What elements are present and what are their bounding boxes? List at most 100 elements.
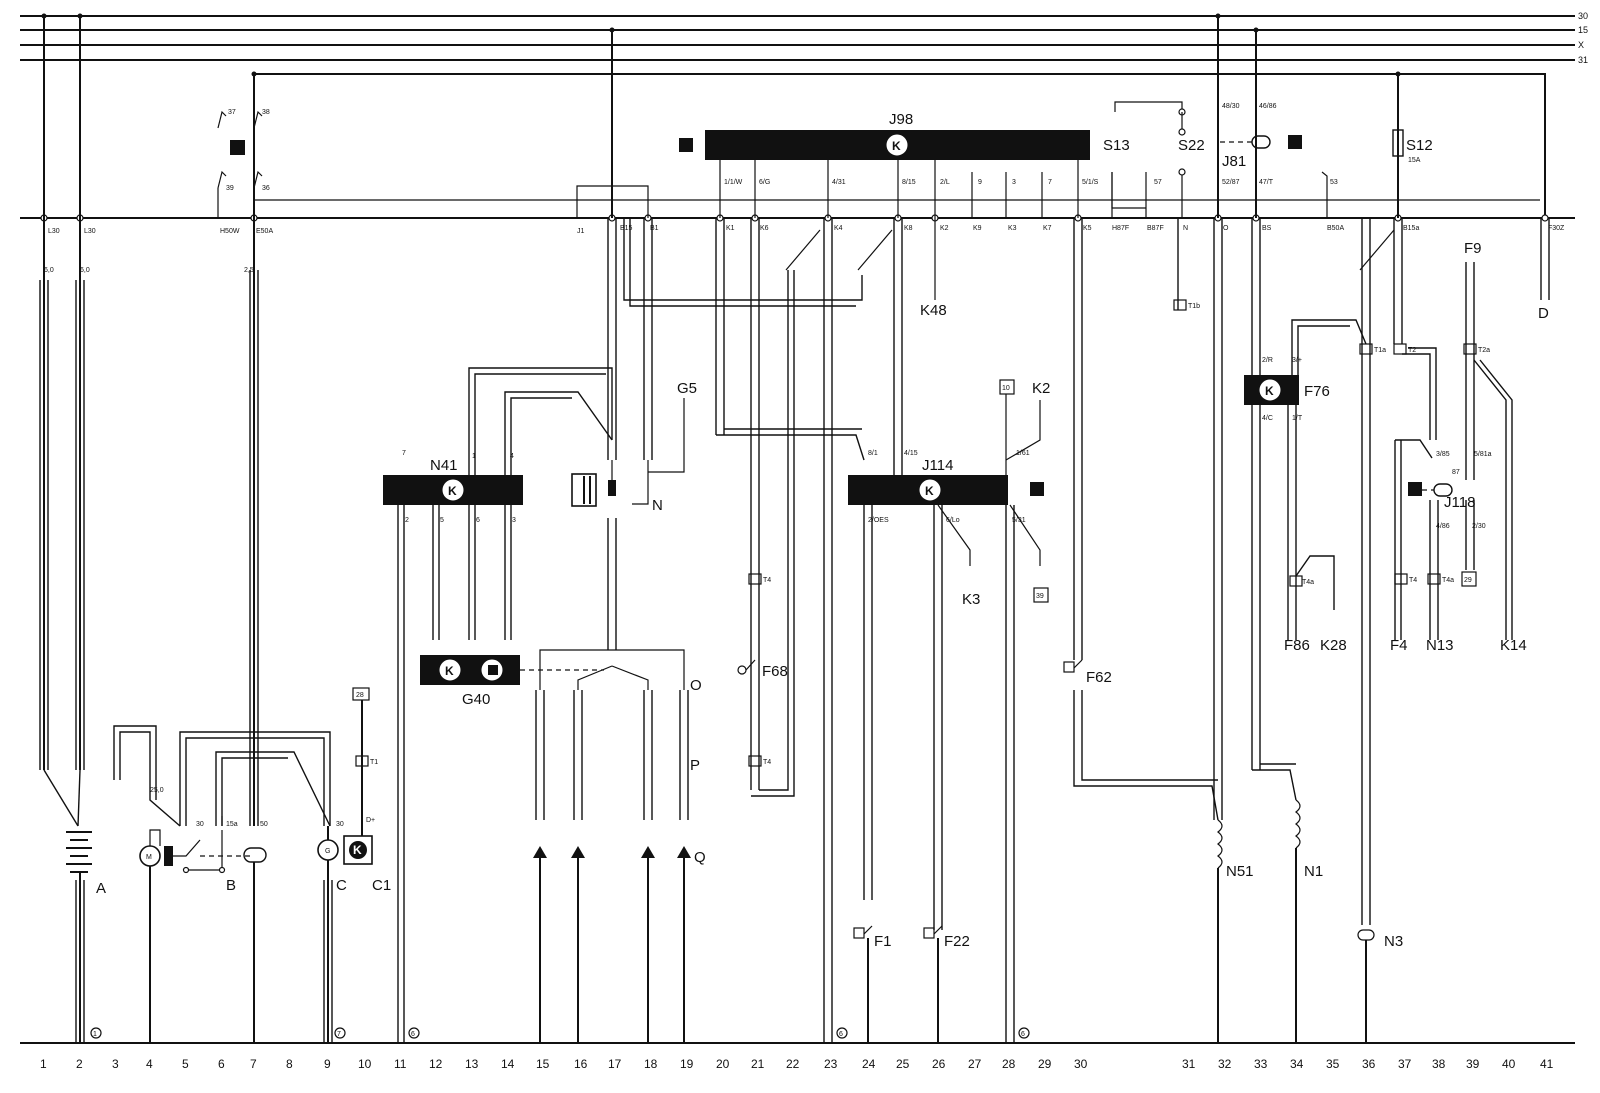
module-marker bbox=[1288, 135, 1302, 149]
connector-label: K6 bbox=[760, 225, 769, 232]
n41-outputs: 6 bbox=[397, 505, 512, 1043]
valve-n3-icon bbox=[1357, 929, 1375, 941]
column-number: 23 bbox=[824, 1057, 838, 1071]
svg-text:5/31: 5/31 bbox=[1012, 517, 1026, 524]
ignition-coil-n: N bbox=[571, 30, 663, 650]
column-number: 28 bbox=[1002, 1057, 1016, 1071]
label-T2a: T2a bbox=[1478, 347, 1490, 354]
module-n41: K N41 7 1 4 2 5 6 3 bbox=[383, 367, 613, 524]
column-number: 34 bbox=[1290, 1057, 1304, 1071]
svg-text:4/15: 4/15 bbox=[904, 450, 918, 457]
svg-text:4/C: 4/C bbox=[1262, 415, 1273, 422]
column-number: 17 bbox=[608, 1057, 622, 1071]
wire-size-label: 6,0 bbox=[80, 267, 90, 274]
column-number: 38 bbox=[1432, 1057, 1446, 1071]
svg-text:7: 7 bbox=[1048, 179, 1052, 186]
svg-text:1/1/W: 1/1/W bbox=[724, 179, 743, 186]
label-G5: G5 bbox=[677, 380, 697, 397]
j98-k-icon: K bbox=[892, 139, 901, 153]
column-number: 11 bbox=[394, 1057, 407, 1071]
label-K2: K2 bbox=[1032, 380, 1050, 397]
connector-label: K4 bbox=[834, 225, 843, 232]
sensor-f76: K F76 2/R 3/+ 4/C 1/T N1 T4a F86 K28 bbox=[1244, 218, 1367, 1043]
module-marker bbox=[1408, 482, 1422, 496]
label-N51: N51 bbox=[1226, 863, 1254, 880]
svg-text:3: 3 bbox=[512, 517, 516, 524]
column-number: 21 bbox=[751, 1057, 765, 1071]
label-O: O bbox=[690, 677, 702, 694]
connector-label: B50A bbox=[1327, 225, 1344, 232]
connector-label: L30 bbox=[48, 228, 60, 235]
connector-label: H87F bbox=[1112, 225, 1129, 232]
label-F22: F22 bbox=[944, 933, 970, 950]
label-K28: K28 bbox=[1320, 637, 1347, 654]
connector-label: B87F bbox=[1147, 225, 1164, 232]
column-number: 16 bbox=[574, 1057, 588, 1071]
svg-text:G: G bbox=[325, 848, 330, 855]
fuse-rating: 15A bbox=[1408, 157, 1421, 164]
alternator-section: G K C C1 30 28 T1 D+ 7 bbox=[317, 687, 391, 1043]
column-number: 18 bbox=[644, 1057, 658, 1071]
column-number: 4 bbox=[146, 1057, 153, 1071]
svg-text:1: 1 bbox=[472, 453, 476, 460]
label-D: D bbox=[1538, 305, 1549, 322]
pin-label: 48/30 bbox=[1222, 103, 1240, 110]
connector-label: H50W bbox=[220, 228, 240, 235]
svg-text:6: 6 bbox=[476, 517, 480, 524]
column-number: 36 bbox=[1362, 1057, 1376, 1071]
svg-text:3: 3 bbox=[1012, 179, 1016, 186]
connector-label: F30Z bbox=[1548, 225, 1565, 232]
boxed-ref-text: 39 bbox=[1036, 593, 1044, 600]
svg-text:3/+: 3/+ bbox=[1292, 357, 1302, 364]
label-K3: K3 bbox=[962, 591, 980, 608]
label-P: P bbox=[690, 757, 700, 774]
circle-ref: 6 bbox=[411, 1031, 415, 1038]
wire-size-label: 25,0 bbox=[150, 787, 164, 794]
pin-label: 39 bbox=[226, 185, 234, 192]
svg-text:3/85: 3/85 bbox=[1436, 451, 1450, 458]
label-F86: F86 bbox=[1284, 637, 1310, 654]
svg-text:4: 4 bbox=[510, 453, 514, 460]
column-number: 12 bbox=[429, 1057, 443, 1071]
connector-label: N bbox=[1183, 225, 1188, 232]
label-F9: F9 bbox=[1464, 240, 1482, 257]
switch-marker bbox=[230, 140, 245, 155]
label-K48: K48 bbox=[920, 302, 947, 319]
boxed-ref-28 bbox=[352, 687, 370, 701]
circle-ref: 6 bbox=[1021, 1031, 1025, 1038]
svg-text:2/OES: 2/OES bbox=[868, 517, 889, 524]
svg-text:8/1: 8/1 bbox=[868, 450, 878, 457]
boxed-ref-text: 28 bbox=[356, 692, 364, 699]
column-number: 32 bbox=[1218, 1057, 1232, 1071]
boxed-ref-10 bbox=[999, 379, 1015, 395]
pin-label: 46/86 bbox=[1259, 103, 1277, 110]
feed-line-top bbox=[254, 73, 1546, 218]
j114-k-icon: K bbox=[925, 484, 934, 498]
label-C1: C1 bbox=[372, 877, 391, 894]
boxed-ref-39 bbox=[1033, 587, 1049, 603]
spark-plug-icon bbox=[533, 846, 547, 858]
boxed-ref-text: 10 bbox=[1002, 385, 1010, 392]
pin-label: 30 bbox=[196, 821, 204, 828]
column-number: 24 bbox=[862, 1057, 876, 1071]
connector-label: O bbox=[1223, 225, 1229, 232]
label-B: B bbox=[226, 877, 236, 894]
connector-label: K5 bbox=[1083, 225, 1092, 232]
label-N41: N41 bbox=[430, 457, 458, 474]
column-number: 39 bbox=[1466, 1057, 1480, 1071]
connector-label: B1 bbox=[650, 225, 659, 232]
connector-labels: L30 L30 H50W E50A J1 B15 B1 K1 K6 K4 K8 … bbox=[48, 225, 1565, 235]
column-number: 6 bbox=[218, 1057, 225, 1071]
connector-label: B15 bbox=[620, 225, 633, 232]
n41-k-icon: K bbox=[448, 484, 457, 498]
heater-n1-icon bbox=[1295, 799, 1301, 849]
svg-text:8/15: 8/15 bbox=[902, 179, 916, 186]
switch-s22: S22 bbox=[1114, 101, 1205, 218]
label-F62: F62 bbox=[1086, 669, 1112, 686]
bus-label-31: 31 bbox=[1578, 55, 1588, 65]
battery-icon bbox=[66, 831, 92, 1043]
label-J118: J118 bbox=[1444, 494, 1475, 511]
svg-text:9: 9 bbox=[978, 179, 982, 186]
pin-label: 37 bbox=[228, 109, 236, 116]
